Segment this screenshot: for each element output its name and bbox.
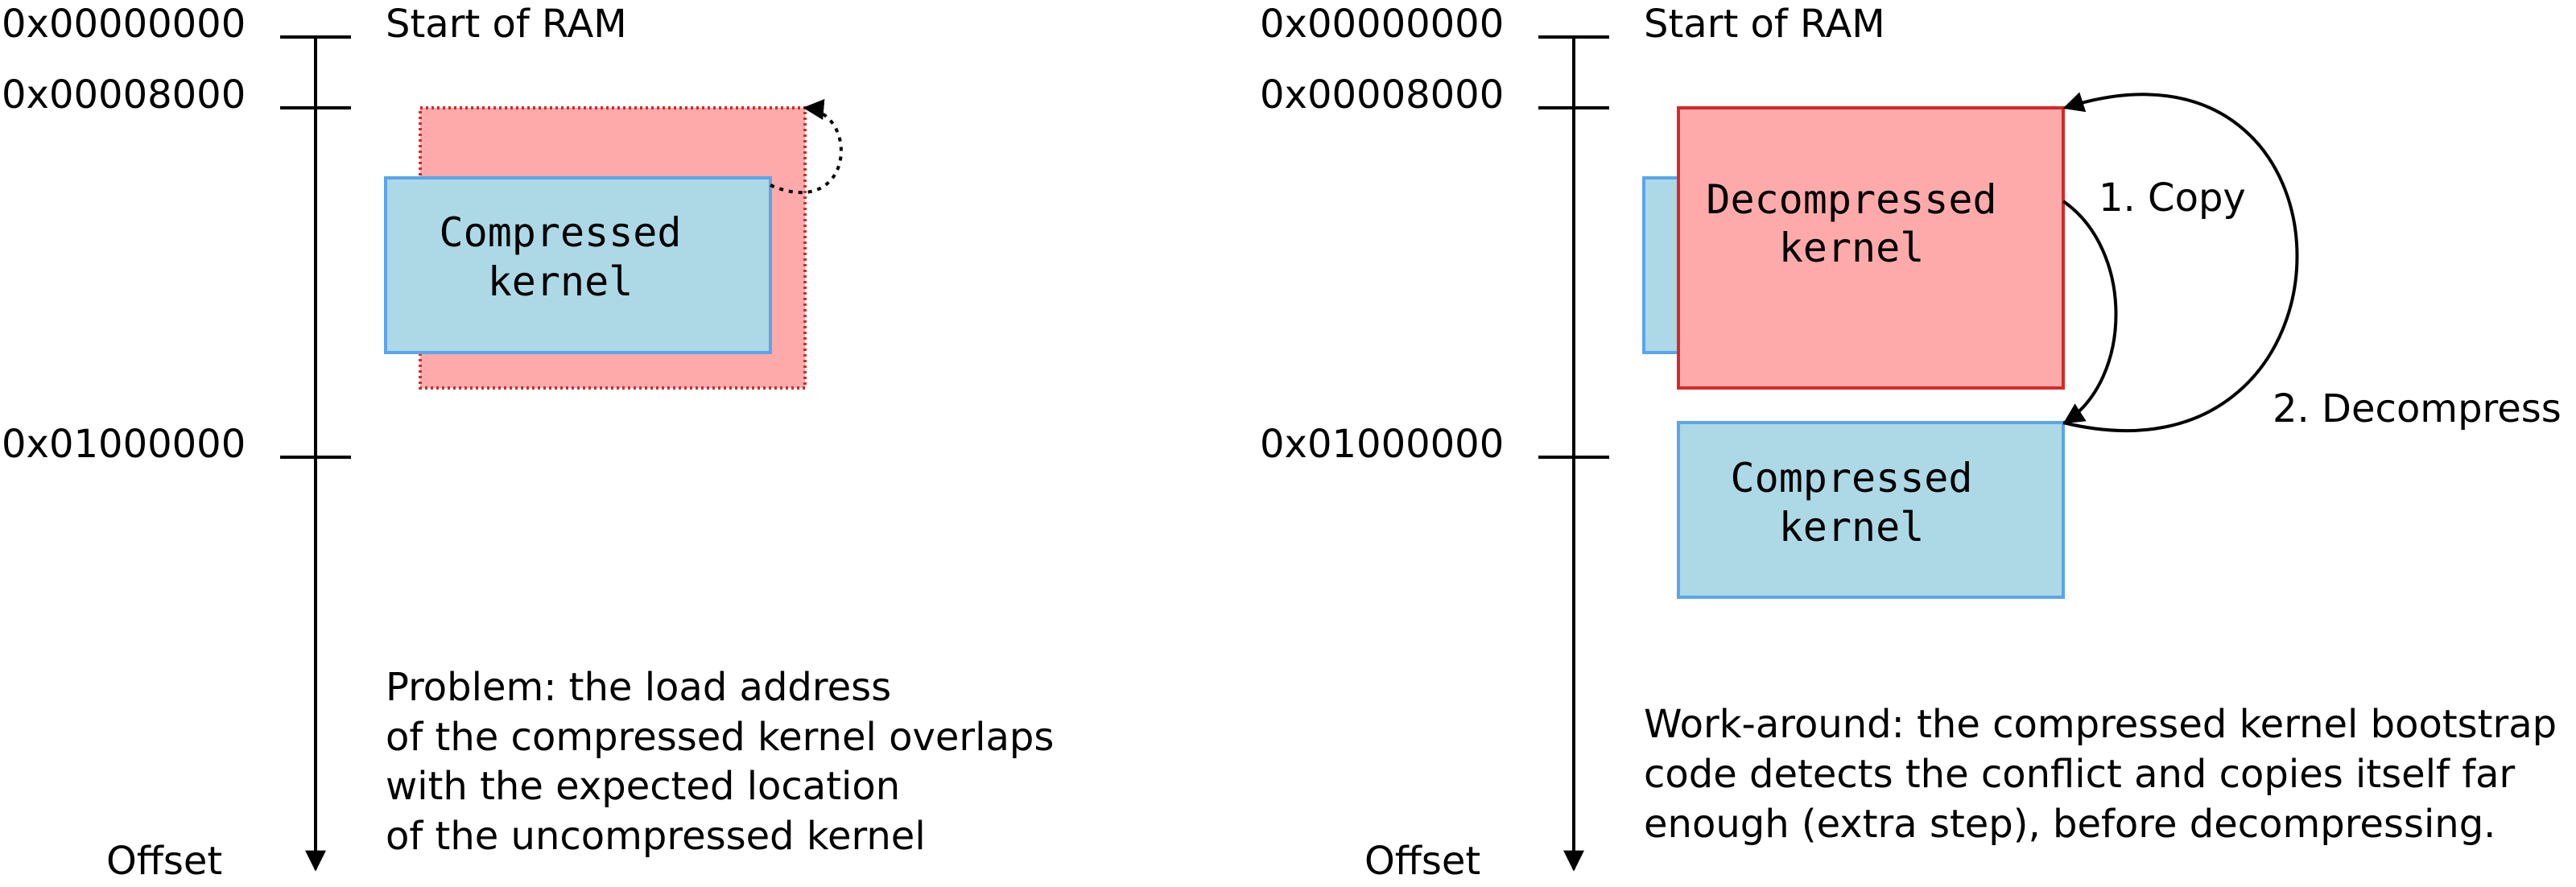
right-copied-compressed-kernel-box	[1677, 421, 2065, 599]
right-decompressed-kernel-box	[1677, 106, 2065, 390]
left-panel: 0x00000000 0x00008000 0x01000000 Start o…	[2, 2, 1054, 884]
right-address-1: 0x00008000	[1260, 72, 1504, 118]
copy-arrow	[2062, 200, 2118, 424]
right-compressed-kernel-label-line1: Compressed	[1730, 455, 1972, 501]
right-workaround-line-2: code detects the conflict and copies its…	[1644, 752, 2516, 797]
right-address-0: 0x00000000	[1260, 2, 1504, 47]
right-offset-label: Offset	[1364, 839, 1480, 884]
right-panel: 0x00000000 0x00008000 0x01000000 Start o…	[1260, 2, 2562, 884]
left-address-1: 0x00008000	[2, 72, 246, 118]
right-decompressed-kernel-label-line2: kernel	[1779, 225, 1925, 271]
left-compressed-kernel-label-line1: Compressed	[439, 209, 681, 256]
left-problem-line-2: of the compressed kernel overlaps	[386, 715, 1054, 760]
right-workaround-line-1: Work-around: the compressed kernel boots…	[1644, 702, 2557, 747]
left-overlap-arrow	[770, 99, 843, 194]
right-workaround-line-3: enough (extra step), before decompressin…	[1644, 802, 2496, 847]
decompress-arrow	[2062, 92, 2299, 433]
right-compressed-kernel-label-line2: kernel	[1779, 504, 1925, 551]
right-address-2: 0x01000000	[1260, 422, 1504, 467]
left-problem-line-4: of the uncompressed kernel	[386, 814, 926, 859]
right-start-of-ram-label: Start of RAM	[1644, 2, 1885, 47]
left-address-0: 0x00000000	[2, 2, 246, 47]
right-decompressed-kernel-label-line1: Decompressed	[1706, 176, 1996, 223]
step-decompress-label: 2. Decompress	[2273, 386, 2562, 431]
left-compressed-kernel-label-line2: kernel	[488, 258, 634, 305]
left-problem-line-3: with the expected location	[386, 764, 900, 809]
step-copy-label: 1. Copy	[2099, 175, 2246, 221]
left-address-2: 0x01000000	[2, 422, 246, 467]
left-offset-label: Offset	[106, 839, 222, 884]
left-start-of-ram-label: Start of RAM	[386, 2, 627, 47]
left-compressed-kernel-box	[384, 176, 772, 354]
left-problem-line-1: Problem: the load address	[386, 665, 891, 710]
